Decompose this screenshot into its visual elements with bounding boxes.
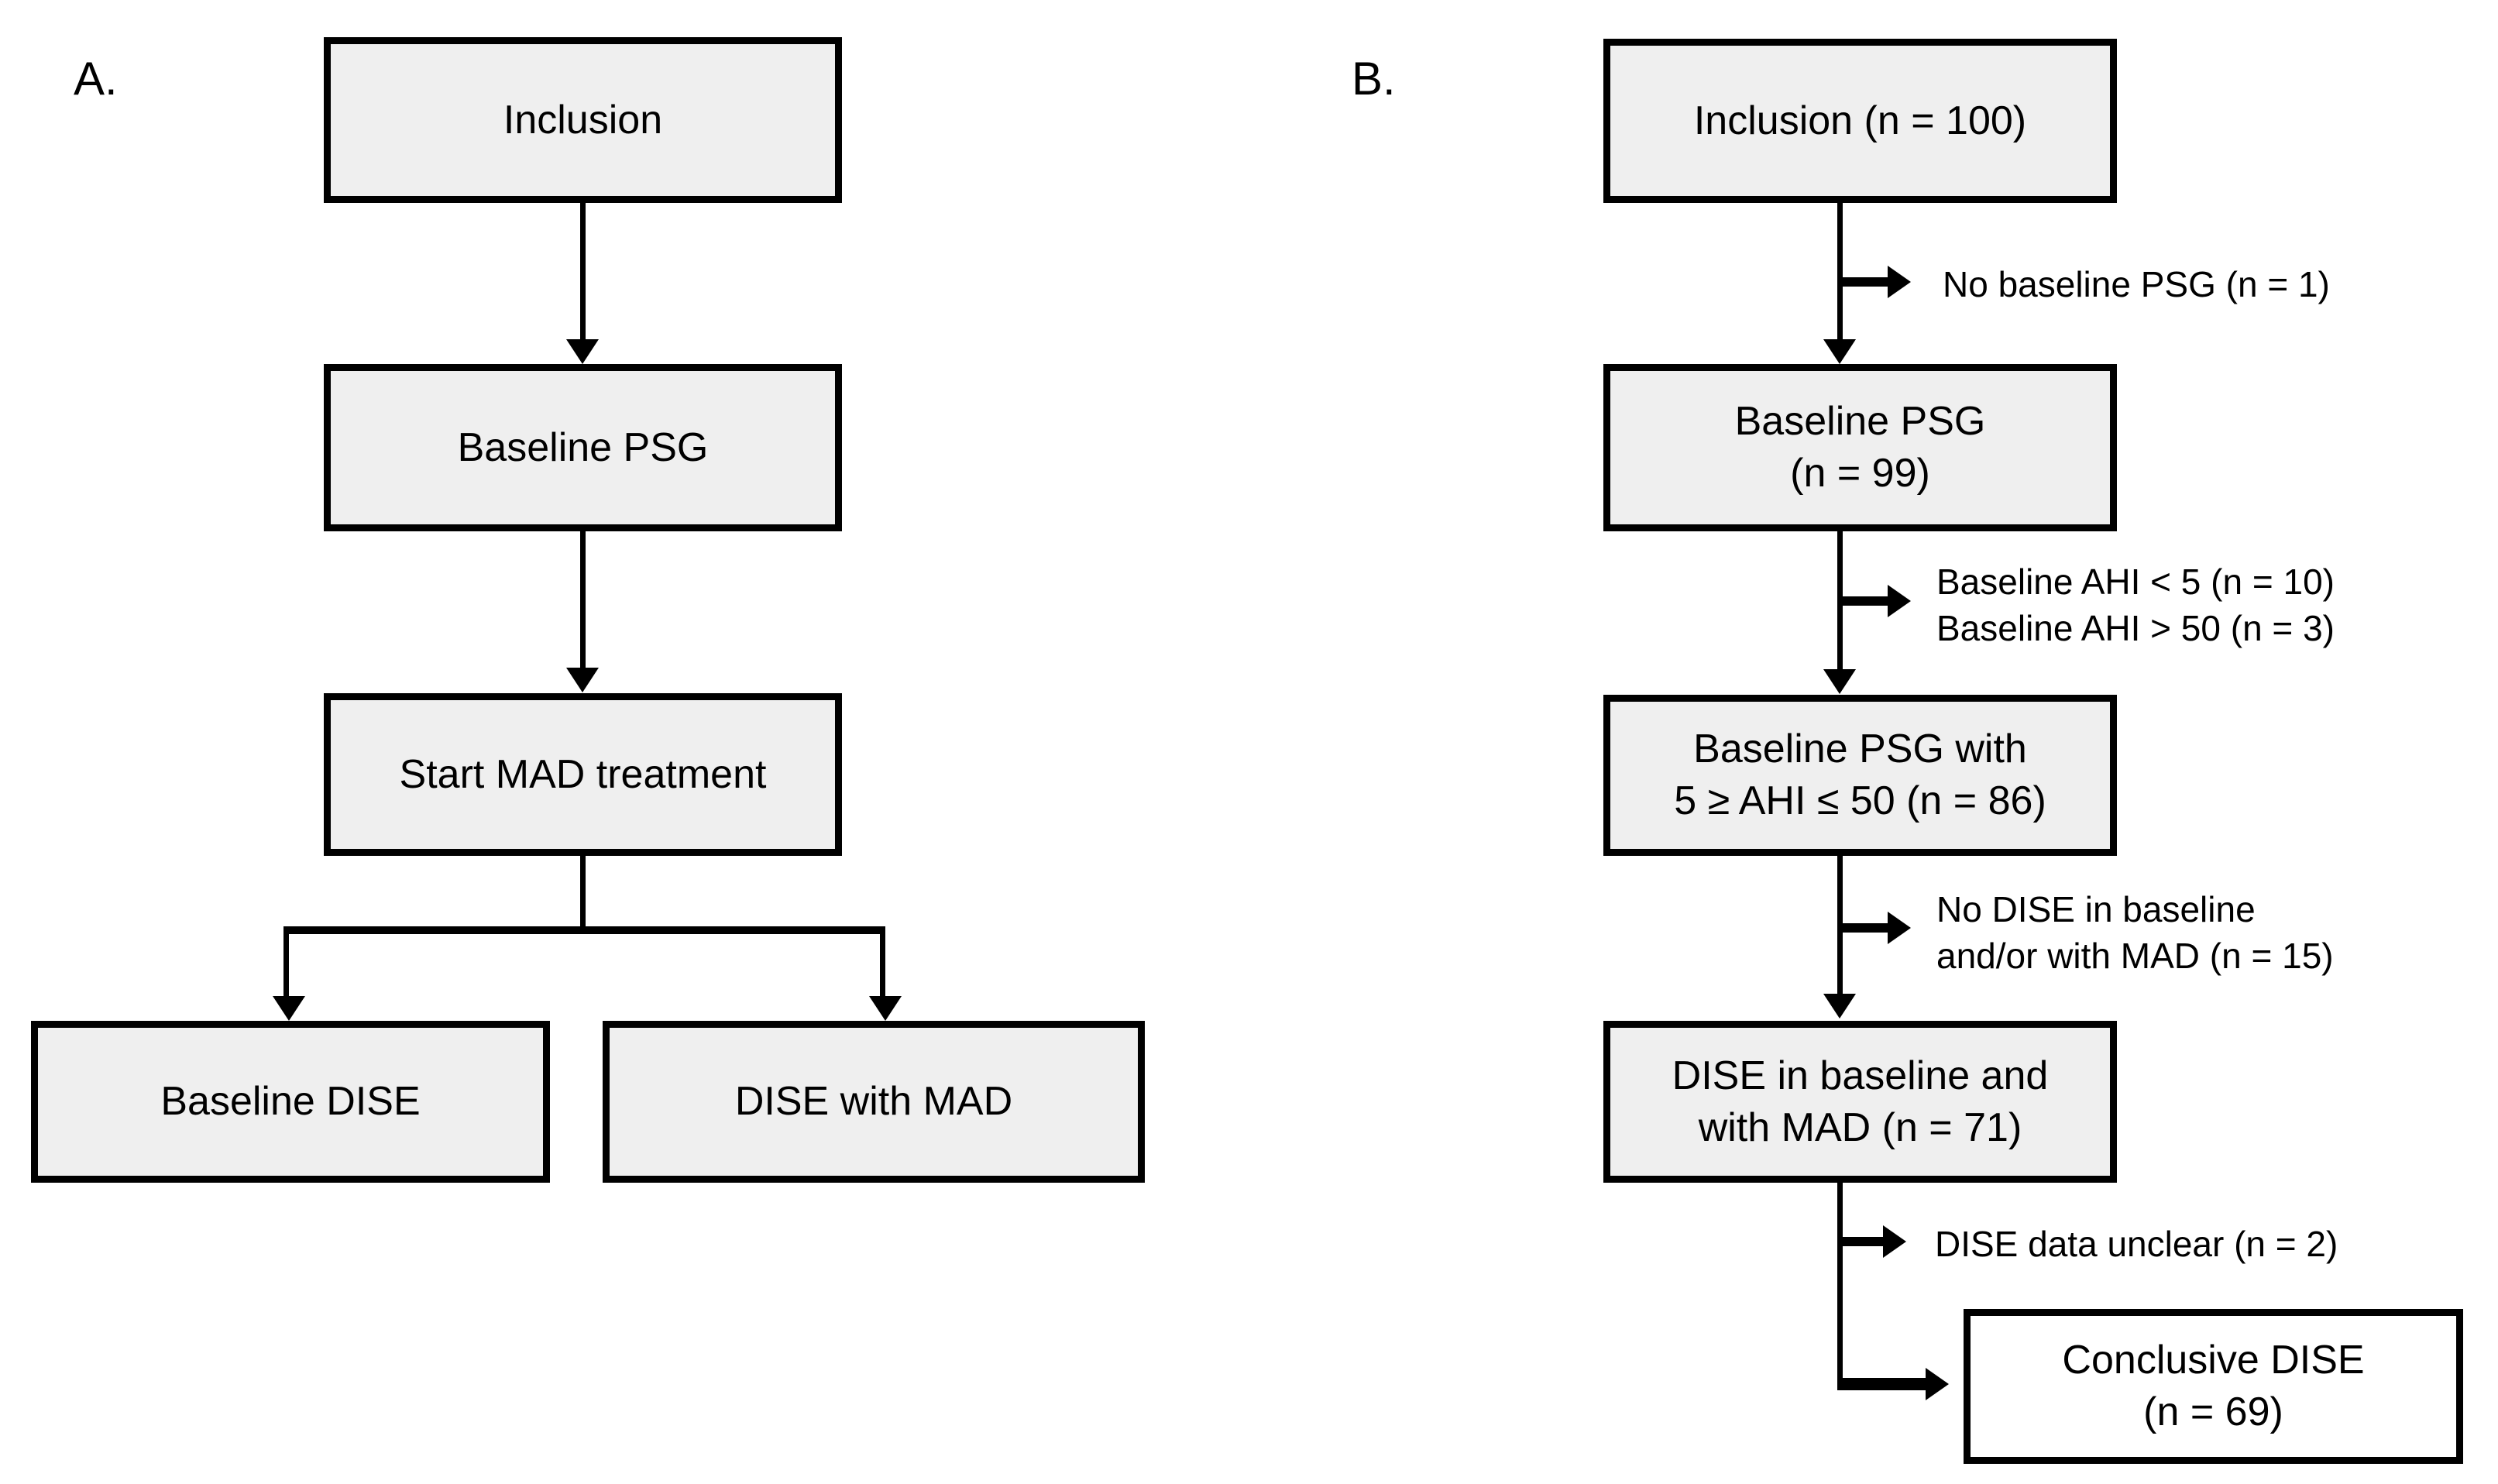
exclusion-ahi-range: Baseline AHI < 5 (n = 10) Baseline AHI >…: [1936, 559, 2335, 652]
connector-a2-a3-line: [580, 531, 586, 668]
exclusion-2-arrowhead: [1888, 585, 1911, 617]
connector-a-split-right-drop: [880, 926, 885, 1007]
connector-a-split-right-arrowhead: [869, 996, 902, 1021]
node-a-dise-with-mad-line-1: DISE with MAD: [734, 1079, 1013, 1125]
node-b-dise-baseline-mad-line-1: DISE in baseline and: [1672, 1053, 2049, 1098]
node-b-dise-baseline-mad-line-2: with MAD (n = 71): [1698, 1104, 2022, 1150]
panel-b-label: B.: [1352, 53, 1396, 105]
connector-b4-b5-arrowhead: [1926, 1368, 1949, 1400]
node-a-baseline-psg-line-1: Baseline PSG: [457, 424, 709, 470]
node-b-conclusive-dise-line-1: Conclusive DISE: [2062, 1338, 2365, 1383]
connector-b2-b3-line: [1837, 531, 1843, 671]
node-a-start-mad: Start MAD treatment: [324, 693, 842, 856]
connector-a-split-left-drop: [283, 926, 289, 1007]
panel-a-label: A.: [74, 53, 118, 105]
node-b-baseline-psg-line-2: (n = 99): [1790, 451, 1930, 496]
exclusion-2-stub: [1843, 596, 1891, 606]
node-b-dise-baseline-mad: DISE in baseline and with MAD (n = 71): [1603, 1021, 2117, 1183]
connector-b1-b2-line: [1837, 203, 1843, 341]
exclusion-4-stub: [1843, 1237, 1886, 1246]
connector-b2-b3-arrowhead: [1823, 669, 1856, 694]
node-b-baseline-psg: Baseline PSG (n = 99): [1603, 364, 2117, 531]
node-b-inclusion: Inclusion (n = 100): [1603, 39, 2117, 203]
node-a-dise-with-mad: DISE with MAD: [603, 1021, 1145, 1183]
connector-b4-b5-stem: [1837, 1183, 1843, 1384]
node-a-baseline-dise: Baseline DISE: [31, 1021, 550, 1183]
connector-a-split-stem: [580, 856, 586, 932]
exclusion-3-stub: [1843, 923, 1891, 933]
connector-b4-b5-elbow: [1837, 1378, 1929, 1390]
exclusion-ahi-range-line-2: Baseline AHI > 50 (n = 3): [1936, 607, 2335, 648]
node-b-conclusive-dise: Conclusive DISE (n = 69): [1964, 1309, 2463, 1464]
node-b-inclusion-line-1: Inclusion (n = 100): [1693, 98, 2027, 143]
node-b-baseline-psg-ahi-line-1: Baseline PSG with: [1693, 727, 2027, 772]
node-a-start-mad-line-1: Start MAD treatment: [399, 751, 767, 797]
exclusion-3-arrowhead: [1888, 912, 1911, 944]
node-b-baseline-psg-ahi-line-2: 5 ≥ AHI ≤ 50 (n = 86): [1674, 778, 2046, 823]
node-b-baseline-psg-ahi: Baseline PSG with 5 ≥ AHI ≤ 50 (n = 86): [1603, 695, 2117, 856]
exclusion-dise-unclear-line-1: DISE data unclear (n = 2): [1935, 1224, 2338, 1264]
exclusion-ahi-range-line-1: Baseline AHI < 5 (n = 10): [1936, 562, 2335, 602]
node-a-inclusion: Inclusion: [324, 37, 842, 203]
node-b-conclusive-dise-line-2: (n = 69): [2143, 1390, 2283, 1434]
connector-a-split-left-arrowhead: [273, 996, 305, 1021]
exclusion-dise-unclear: DISE data unclear (n = 2): [1935, 1221, 2338, 1268]
exclusion-1-stub: [1843, 277, 1891, 287]
exclusion-no-baseline-psg-line-1: No baseline PSG (n = 1): [1943, 264, 2330, 304]
connector-a2-a3-arrowhead: [566, 668, 599, 692]
exclusion-no-dise-line-2: and/or with MAD (n = 15): [1936, 935, 2334, 976]
exclusion-no-dise-line-1: No DISE in baseline: [1936, 889, 2256, 929]
exclusion-1-arrowhead: [1888, 266, 1911, 298]
node-b-baseline-psg-line-1: Baseline PSG: [1734, 399, 1986, 445]
exclusion-4-arrowhead: [1883, 1225, 1906, 1258]
exclusion-no-dise: No DISE in baseline and/or with MAD (n =…: [1936, 887, 2334, 980]
node-a-inclusion-line-1: Inclusion: [503, 97, 663, 143]
connector-b3-b4-arrowhead: [1823, 994, 1856, 1019]
node-a-baseline-psg: Baseline PSG: [324, 364, 842, 531]
exclusion-no-baseline-psg: No baseline PSG (n = 1): [1943, 262, 2330, 308]
connector-a1-a2-arrowhead: [566, 339, 599, 364]
node-a-baseline-dise-line-1: Baseline DISE: [160, 1079, 421, 1125]
connector-a1-a2-line: [580, 203, 586, 341]
connector-a-split-bar: [283, 926, 885, 934]
connector-b1-b2-arrowhead: [1823, 339, 1856, 364]
connector-b3-b4-line: [1837, 856, 1843, 995]
